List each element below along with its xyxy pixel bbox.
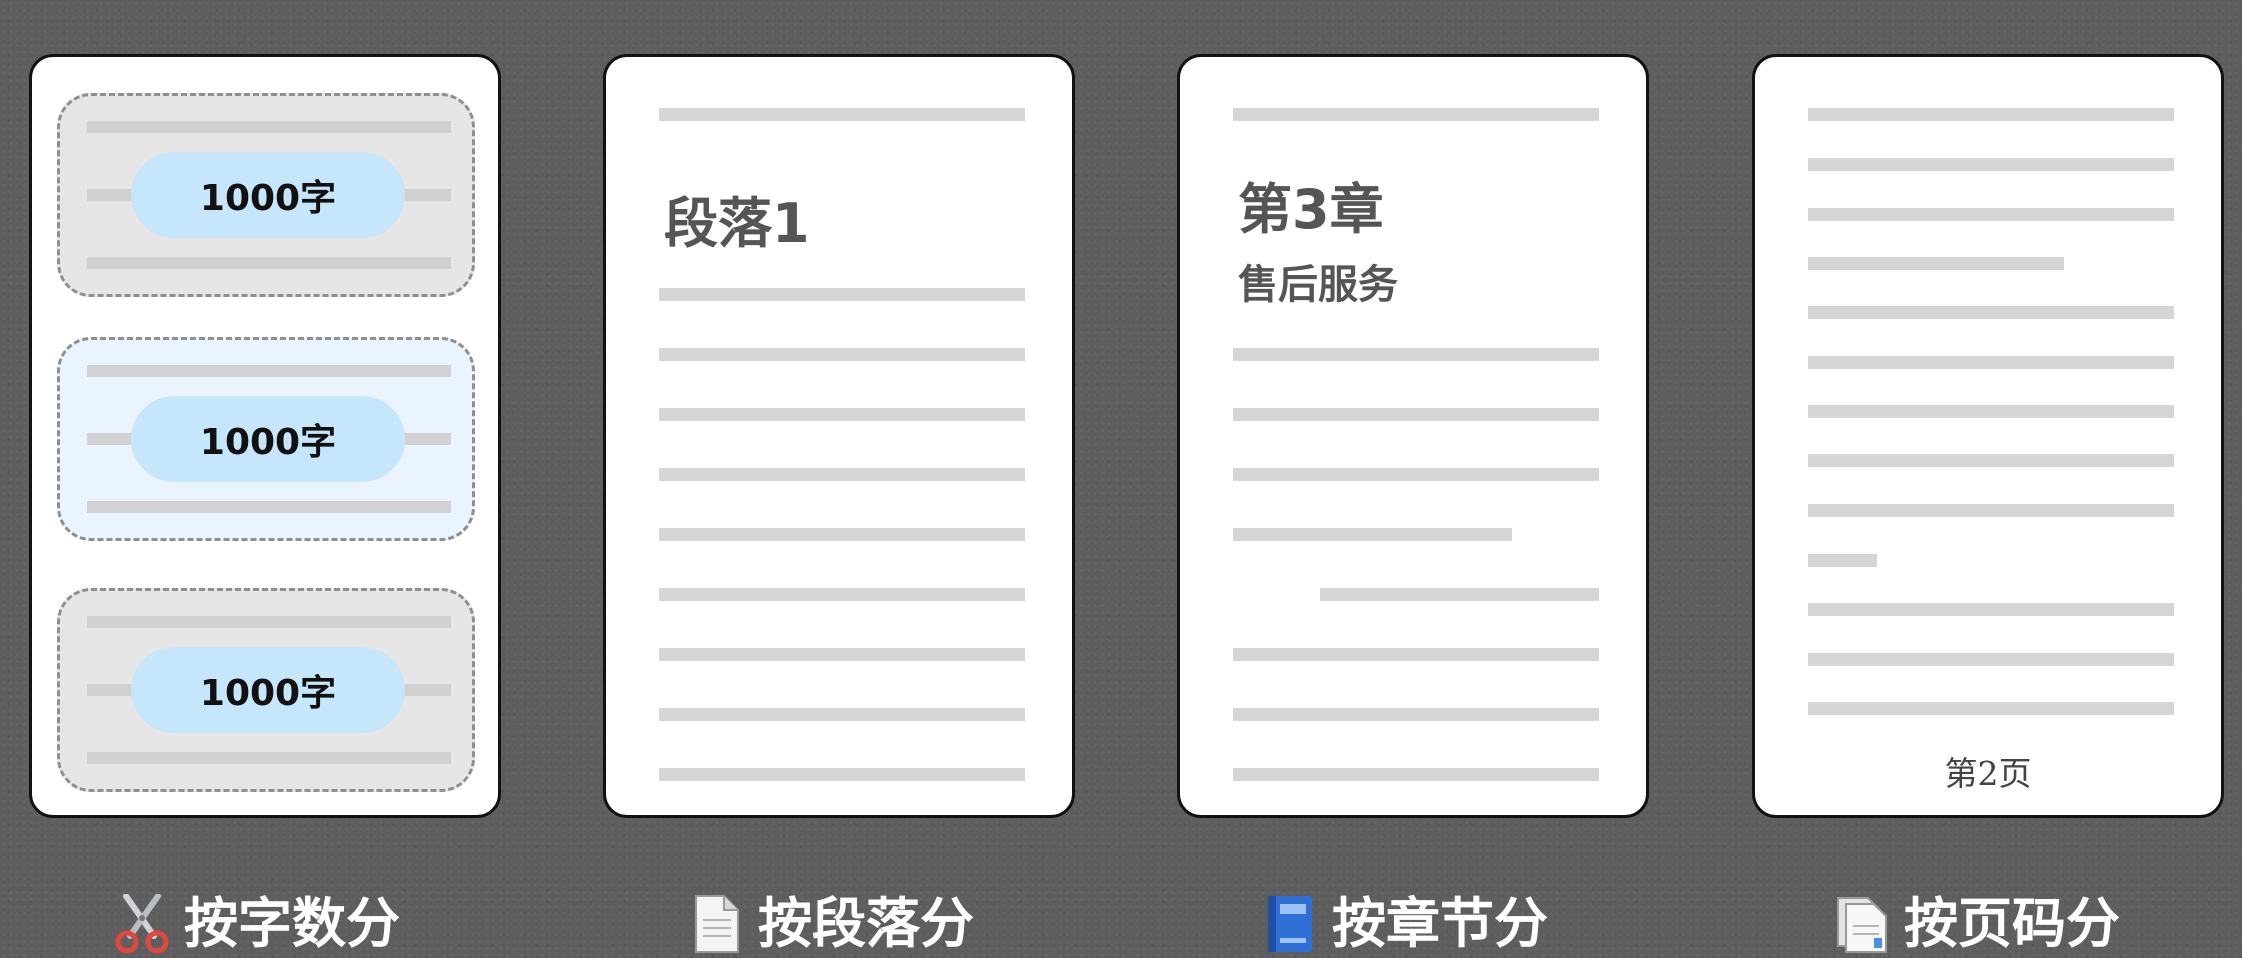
text-line <box>1808 653 2174 666</box>
page-number: 第2页 <box>1944 754 2032 793</box>
text-line <box>1233 408 1599 421</box>
paragraph-heading: 段落1 <box>664 192 810 255</box>
text-line <box>1808 158 2174 171</box>
text-line <box>87 616 451 628</box>
method-label-text: 按章节分 <box>1332 892 1548 955</box>
text-line <box>659 648 1025 661</box>
text-chunk: 1000字 <box>57 588 475 792</box>
method-label-text: 按段落分 <box>758 892 974 955</box>
chapter-heading: 第3章 <box>1238 178 1384 241</box>
text-line <box>1233 648 1599 661</box>
text-line <box>1808 306 2174 319</box>
chapter-subheading: 售后服务 <box>1238 262 1398 308</box>
text-line <box>659 468 1025 481</box>
document-icon <box>688 894 744 954</box>
method-label-text: 按字数分 <box>184 892 400 955</box>
method-label-characters: 按字数分 <box>114 890 400 958</box>
page-icon <box>1834 894 1890 954</box>
text-line <box>1233 108 1599 121</box>
text-line <box>1808 603 2174 616</box>
blue-book-icon <box>1262 894 1318 954</box>
text-line <box>87 121 451 133</box>
text-line <box>659 708 1025 721</box>
scissors-icon <box>114 893 170 954</box>
chunk-by-pages-card: 第2页 <box>1752 54 2224 818</box>
method-label-chapters: 按章节分 <box>1262 890 1548 958</box>
text-line <box>87 257 451 269</box>
text-line <box>87 501 451 513</box>
text-line <box>1808 356 2174 369</box>
text-line <box>659 408 1025 421</box>
text-line <box>1808 454 2174 467</box>
text-line <box>1808 257 2064 270</box>
text-line <box>1808 108 2174 121</box>
text-line <box>659 768 1025 781</box>
method-label-pages: 按页码分 <box>1834 890 2120 958</box>
chunk-by-paragraphs-card: 段落1 <box>603 54 1075 818</box>
chunk-by-chapters-card: 第3章 售后服务 <box>1177 54 1649 818</box>
method-label-paragraphs: 按段落分 <box>688 890 974 958</box>
chunk-by-characters-card: 1000字 1000字 1000字 <box>29 54 501 818</box>
text-line <box>87 752 451 764</box>
text-line <box>1808 504 2174 517</box>
text-line <box>1808 208 2174 221</box>
text-line <box>1233 768 1599 781</box>
text-line <box>1808 554 1877 567</box>
text-chunk: 1000字 <box>57 337 475 541</box>
text-line <box>1233 348 1599 361</box>
text-line <box>1233 468 1599 481</box>
text-line <box>659 528 1025 541</box>
chunk-size-pill: 1000字 <box>131 152 405 238</box>
method-label-text: 按页码分 <box>1904 892 2120 955</box>
text-line <box>659 588 1025 601</box>
chunk-size-pill: 1000字 <box>131 396 405 482</box>
text-line <box>87 365 451 377</box>
text-line <box>1233 708 1599 721</box>
text-line <box>1808 702 2174 715</box>
text-line <box>1320 588 1599 601</box>
text-line <box>659 288 1025 301</box>
text-line <box>659 348 1025 361</box>
text-line <box>1808 405 2174 418</box>
text-line <box>1233 528 1512 541</box>
text-line <box>659 108 1025 121</box>
text-chunk: 1000字 <box>57 93 475 297</box>
chunk-size-pill: 1000字 <box>131 647 405 733</box>
